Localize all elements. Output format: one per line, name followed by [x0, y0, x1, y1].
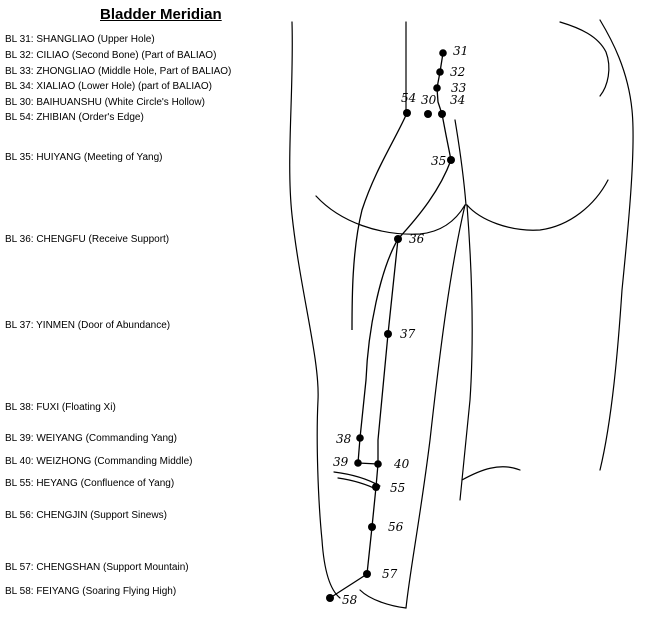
point-label-33: 33 [451, 81, 467, 95]
label-bl55: BL 55: HEYANG (Confluence of Yang) [5, 478, 175, 489]
point-58 [326, 594, 334, 602]
point-38 [356, 434, 364, 442]
point-label-39: 39 [333, 455, 349, 469]
point-40 [374, 460, 382, 468]
point-label-58: 58 [342, 593, 358, 607]
point-32 [436, 68, 444, 76]
point-label-31: 31 [453, 44, 468, 58]
label-bl37: BL 37: YINMEN (Door of Abundance) [5, 320, 171, 331]
point-34 [438, 110, 446, 118]
acupoints [326, 49, 455, 602]
point-label-38: 38 [336, 432, 352, 446]
body-outline [289, 19, 634, 609]
point-label-30: 30 [421, 93, 437, 107]
label-bl30: BL 30: BAIHUANSHU (White Circle's Hollow… [5, 97, 205, 108]
label-bl58: BL 58: FEIYANG (Soaring Flying High) [5, 586, 177, 597]
label-bl34: BL 34: XIALIAO (Lower Hole) (part of BAL… [5, 81, 212, 92]
label-bl40: BL 40: WEIZHONG (Commanding Middle) [5, 456, 193, 467]
point-label-56: 56 [388, 520, 404, 534]
point-39 [354, 459, 362, 467]
point-57 [363, 570, 371, 578]
point-label-55: 55 [390, 481, 405, 495]
point-label-57: 57 [382, 567, 398, 581]
label-bl35: BL 35: HUIYANG (Meeting of Yang) [5, 152, 163, 163]
point-label-37: 37 [400, 327, 416, 341]
point-label-54: 54 [401, 91, 416, 105]
label-bl33: BL 33: ZHONGLIAO (Middle Hole, Part of B… [5, 66, 232, 77]
point-36 [394, 235, 402, 243]
point-31 [439, 49, 447, 57]
point-label-32: 32 [450, 65, 465, 79]
label-bl36: BL 36: CHENGFU (Receive Support) [5, 234, 170, 245]
label-bl32: BL 32: CILIAO (Second Bone) (Part of BAL… [5, 50, 217, 61]
point-56 [368, 523, 376, 531]
label-bl57: BL 57: CHENGSHAN (Support Mountain) [5, 562, 189, 573]
label-bl56: BL 56: CHENGJIN (Support Sinews) [5, 510, 167, 521]
point-33 [433, 84, 441, 92]
point-label-34: 34 [450, 93, 465, 107]
point-35 [447, 156, 455, 164]
label-bl31: BL 31: SHANGLIAO (Upper Hole) [5, 34, 155, 45]
point-label-40: 40 [393, 457, 410, 471]
point-54 [403, 109, 411, 117]
point-37 [384, 330, 392, 338]
point-label-36: 36 [409, 232, 425, 246]
point-labels: 31 32 33 34 30 54 35 36 37 38 39 40 55 5… [333, 44, 468, 607]
label-bl38: BL 38: FUXI (Floating Xi) [5, 402, 116, 413]
point-30 [424, 110, 432, 118]
label-bl54: BL 54: ZHIBIAN (Order's Edge) [5, 112, 144, 123]
point-55 [372, 483, 380, 491]
label-bl39: BL 39: WEIYANG (Commanding Yang) [5, 433, 177, 444]
diagram-title: Bladder Meridian [100, 6, 222, 23]
meridian-path [329, 52, 452, 599]
point-label-35: 35 [431, 154, 446, 168]
